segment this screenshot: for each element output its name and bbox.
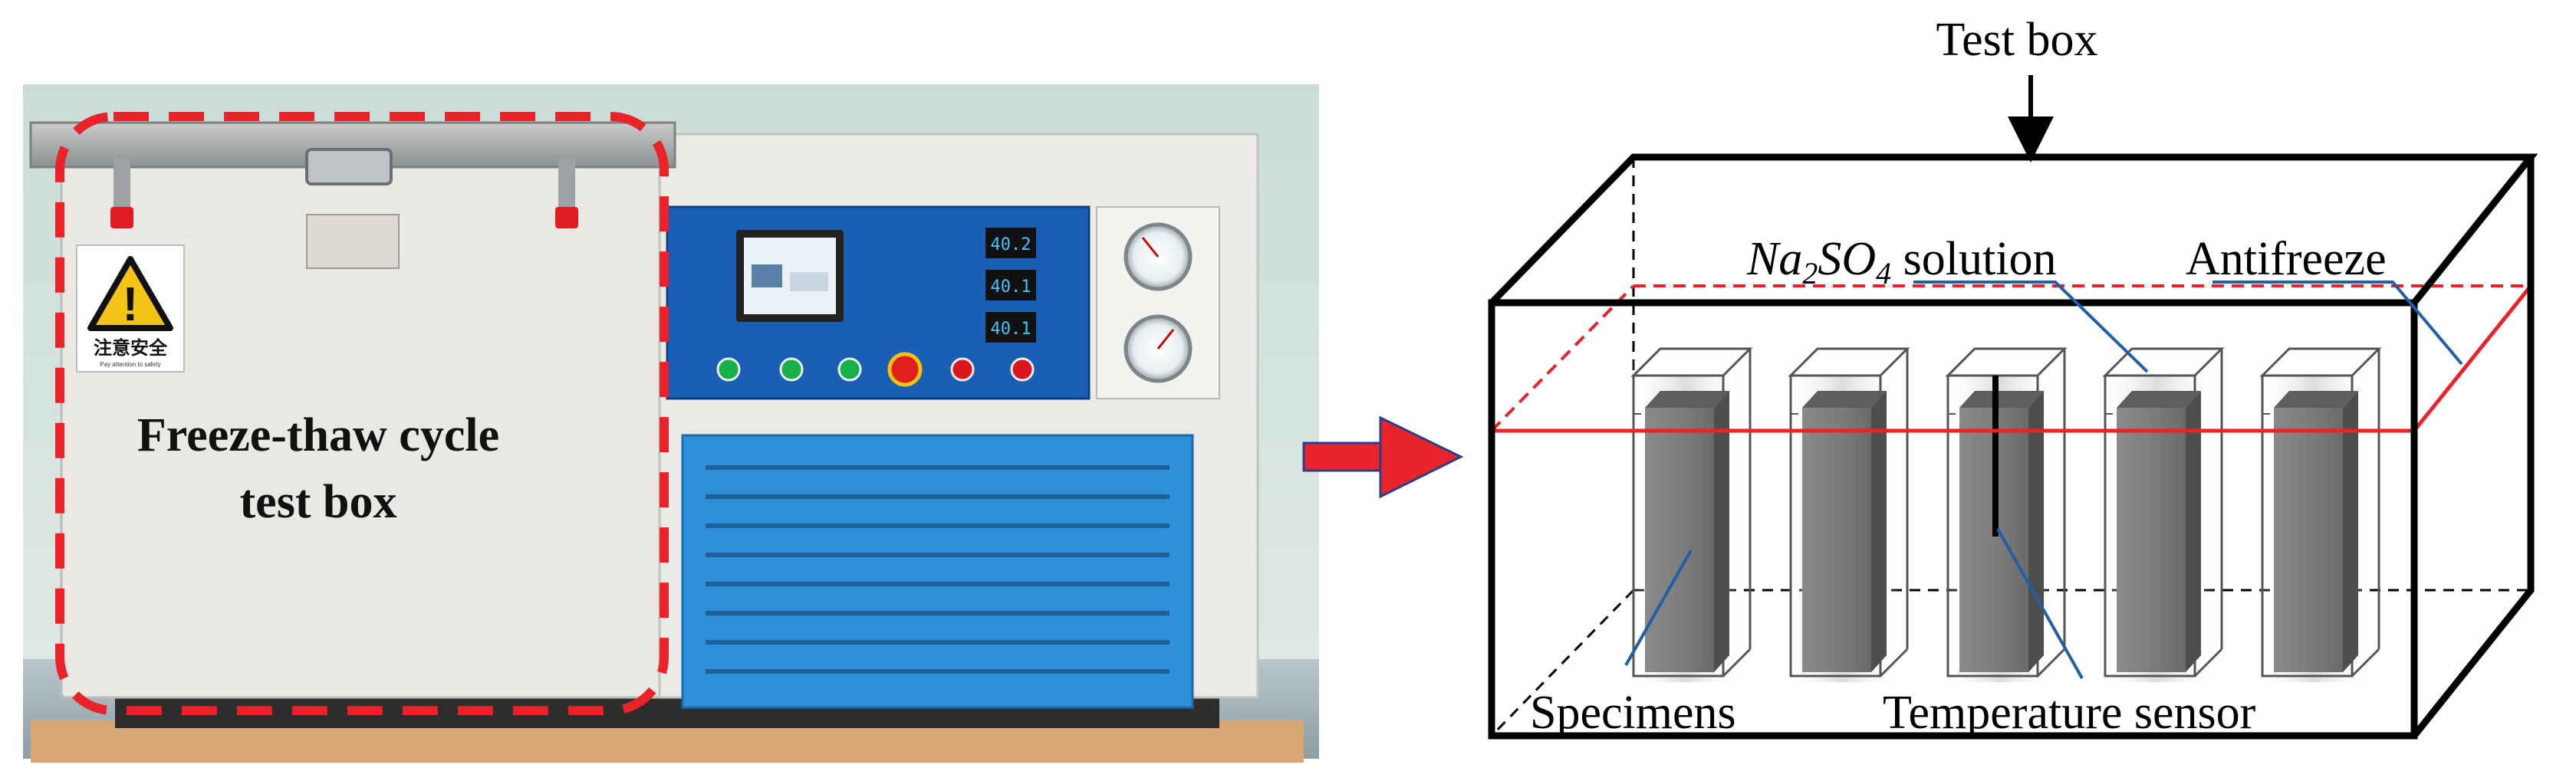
lid-latch-right-tip bbox=[555, 207, 578, 228]
warning-exclamation: ! bbox=[123, 278, 139, 331]
specimen-container bbox=[2255, 347, 2382, 682]
specimen bbox=[1802, 408, 1871, 672]
test-box-label-line2: test box bbox=[240, 476, 397, 528]
test-box-highlight-outline bbox=[55, 112, 669, 715]
lid-handle bbox=[305, 148, 393, 185]
specimens-label: Specimens bbox=[1530, 687, 1736, 739]
specimen bbox=[1645, 408, 1714, 672]
test-box-label-line1: Freeze-thaw cycle bbox=[137, 409, 499, 461]
test-box-diagram: Test box bbox=[1488, 14, 2538, 740]
warning-sign-text: 注意安全 bbox=[94, 337, 168, 359]
vent-panel bbox=[681, 434, 1194, 709]
emergency-stop-button bbox=[887, 352, 923, 387]
touch-screen-content bbox=[752, 264, 782, 287]
antifreeze-label: Antifreeze bbox=[2186, 233, 2387, 285]
solution-label: Na2SO4 solution bbox=[1746, 233, 2056, 290]
green-button bbox=[716, 357, 741, 382]
green-button bbox=[837, 357, 862, 382]
touch-screen-content-2 bbox=[790, 272, 828, 291]
temperature-sensor-label: Temperature sensor bbox=[1883, 687, 2256, 739]
digital-display: 40.1 bbox=[991, 277, 1031, 297]
specimen-container bbox=[2097, 347, 2225, 682]
specimen-group bbox=[1626, 347, 2382, 682]
antifreeze-leader bbox=[2212, 281, 2463, 366]
lid-latch-left-tip bbox=[110, 207, 133, 228]
specimens-leader bbox=[1624, 550, 1693, 666]
specimen-container bbox=[1940, 347, 2068, 682]
gauge-needle bbox=[1141, 237, 1160, 258]
lid-latch-left bbox=[114, 157, 130, 218]
liquid-level bbox=[1490, 284, 2532, 432]
transition-arrow-icon bbox=[1302, 415, 1464, 499]
specimen bbox=[2117, 408, 2186, 672]
digital-displays: 40.2 40.1 40.1 bbox=[985, 228, 1036, 343]
diagram-title: Test box bbox=[1936, 14, 2098, 66]
warning-sign-subtext: Pay attention to safety bbox=[100, 361, 160, 368]
digital-display: 40.1 bbox=[991, 320, 1031, 339]
panel-buttons bbox=[716, 352, 1035, 387]
vent-louvers bbox=[706, 465, 1170, 674]
leader-lines bbox=[1624, 281, 2463, 679]
red-button bbox=[1010, 357, 1035, 382]
specimen bbox=[2274, 408, 2343, 672]
solution-leader bbox=[1913, 281, 2149, 373]
specimen-container bbox=[1783, 347, 1910, 682]
green-button bbox=[779, 357, 804, 382]
warning-sign: ! 注意安全 Pay attention to safety bbox=[76, 244, 185, 372]
warning-triangle-icon bbox=[87, 256, 173, 331]
nameplate bbox=[306, 214, 400, 269]
sensor-leader bbox=[1996, 528, 2084, 679]
equipment-photo: ! 注意安全 Pay attention to safety 40.2 40.1… bbox=[23, 84, 1319, 763]
gauge-needle bbox=[1156, 329, 1175, 349]
lid-latch-right bbox=[558, 157, 575, 218]
digital-display: 40.2 bbox=[991, 235, 1031, 254]
box-outline bbox=[1488, 153, 2538, 740]
red-button bbox=[950, 357, 975, 382]
